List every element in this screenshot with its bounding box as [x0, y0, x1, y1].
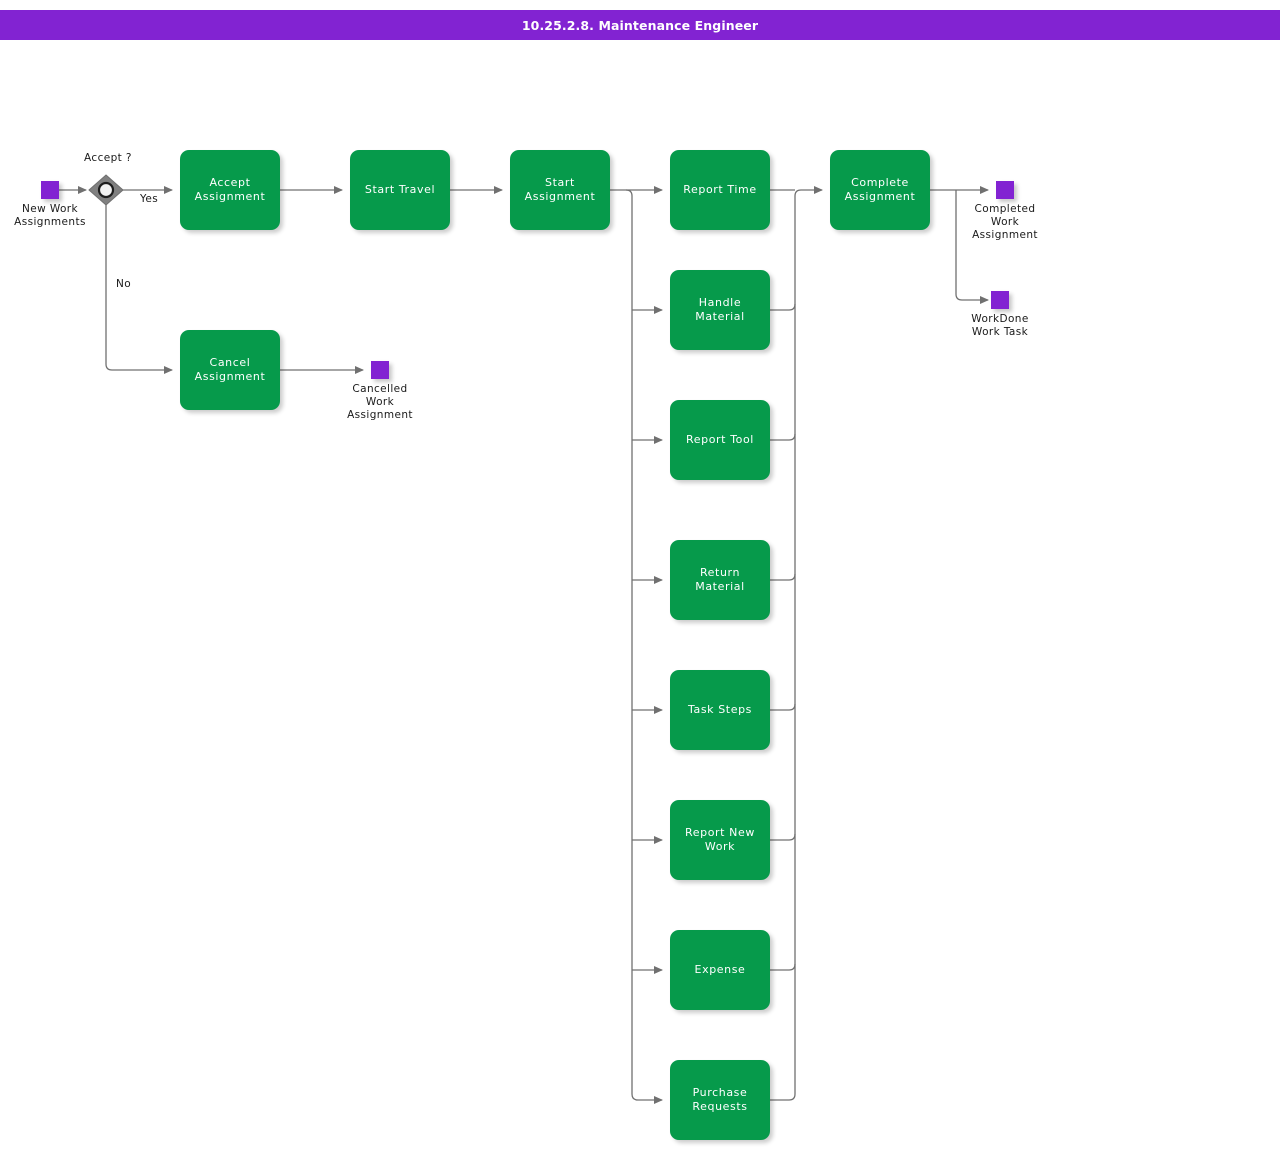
- task-label: Report New Work: [685, 826, 755, 853]
- edge-handle-material-to-merge: [770, 303, 796, 311]
- task-label: Purchase Requests: [692, 1086, 748, 1113]
- terminal-square-icon: [996, 181, 1014, 199]
- end-node-cancelled-work-assignment[interactable]: Cancelled Work Assignment: [347, 361, 413, 421]
- task-complete-assignment[interactable]: Complete Assignment: [830, 150, 930, 230]
- task-report-time[interactable]: Report Time: [670, 150, 770, 230]
- start-node-label: New Work Assignments: [14, 203, 86, 228]
- task-accept-assignment[interactable]: Accept Assignment: [180, 150, 280, 230]
- title-bar: 10.25.2.8. Maintenance Engineer: [0, 10, 1280, 40]
- edge-label-no: No: [116, 278, 132, 290]
- task-purchase-requests[interactable]: Purchase Requests: [670, 1060, 770, 1140]
- task-label: Report Tool: [686, 433, 754, 446]
- task-label: Expense: [694, 963, 746, 976]
- task-return-material[interactable]: Return Material: [670, 540, 770, 620]
- task-label: Start Travel: [364, 183, 436, 196]
- terminal-square-icon: [371, 361, 389, 379]
- task-report-tool[interactable]: Report Tool: [670, 400, 770, 480]
- edge-start-assignment-to-split: [610, 189, 663, 1104]
- terminal-square-icon: [41, 181, 59, 199]
- end-node-workdone-work-task[interactable]: WorkDone Work Task: [971, 291, 1028, 338]
- edge-purchase-requests-to-merge: [770, 186, 823, 1101]
- page-title: 10.25.2.8. Maintenance Engineer: [521, 17, 759, 33]
- task-task-steps[interactable]: Task Steps: [670, 670, 770, 750]
- end-node-label: WorkDone Work Task: [971, 313, 1029, 338]
- edge-report-tool-to-merge: [770, 433, 796, 441]
- task-cancel-assignment[interactable]: Cancel Assignment: [180, 330, 280, 410]
- task-label: Complete Assignment: [844, 176, 916, 203]
- decision-gateway-accept[interactable]: [86, 172, 126, 208]
- edge-report-new-work-to-merge: [770, 833, 796, 841]
- task-label: Report Time: [683, 183, 757, 196]
- task-report-new-work[interactable]: Report New Work: [670, 800, 770, 880]
- task-label: Accept Assignment: [194, 176, 266, 203]
- edge-expense-to-merge: [770, 963, 796, 971]
- terminal-square-icon: [991, 291, 1009, 309]
- start-node-new-work-assignments[interactable]: New Work Assignments: [14, 181, 85, 228]
- task-label: Task Steps: [687, 703, 752, 716]
- task-label: Return Material: [695, 566, 745, 593]
- task-start-assignment[interactable]: Start Assignment: [510, 150, 610, 230]
- end-node-label: Cancelled Work Assignment: [347, 383, 413, 421]
- end-node-completed-work-assignment[interactable]: Completed Work Assignment: [972, 181, 1038, 241]
- task-handle-material[interactable]: Handle Material: [670, 270, 770, 350]
- task-start-travel[interactable]: Start Travel: [350, 150, 450, 230]
- gateway-question-label: Accept ?: [84, 152, 132, 164]
- task-label: Handle Material: [695, 296, 745, 323]
- end-node-label: Completed Work Assignment: [972, 203, 1038, 241]
- edge-return-material-to-merge: [770, 573, 796, 581]
- edge-label-yes: Yes: [140, 193, 159, 205]
- task-expense[interactable]: Expense: [670, 930, 770, 1010]
- gateway-diamond-icon: [88, 174, 124, 206]
- task-label: Cancel Assignment: [194, 356, 266, 383]
- task-label: Start Assignment: [524, 176, 596, 203]
- edge-task-steps-to-merge: [770, 703, 796, 711]
